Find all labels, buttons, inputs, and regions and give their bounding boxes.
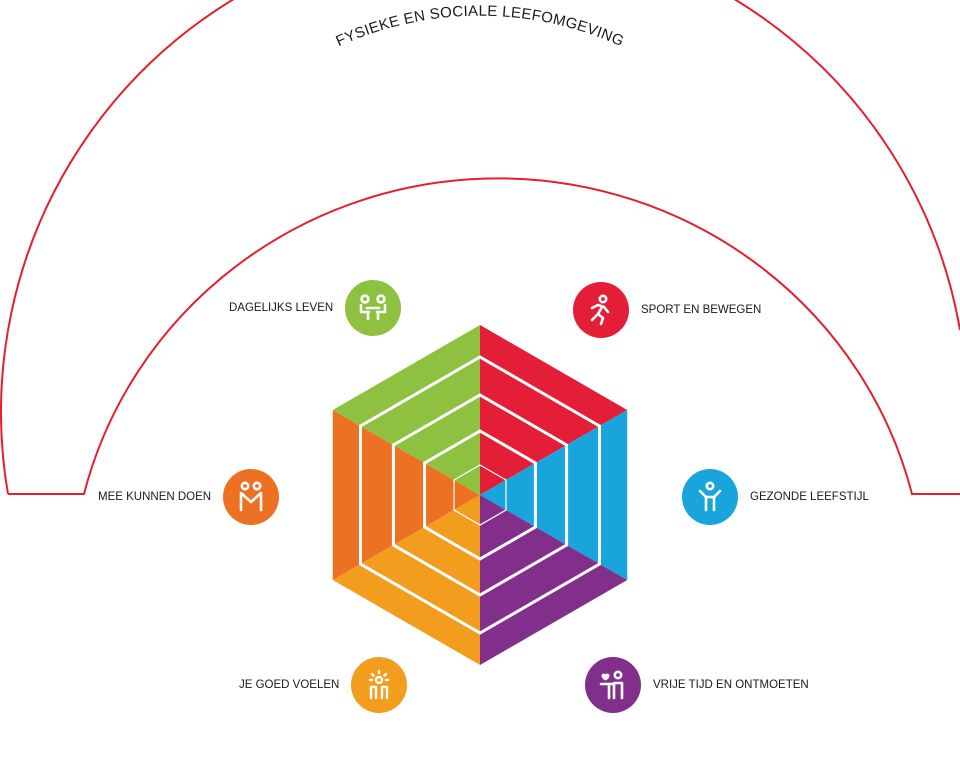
domain-label-sport-en-bewegen: SPORT EN BEWEGEN — [641, 304, 762, 316]
domain-label-gezonde-leefstijl: GEZONDE LEEFSTIJL — [750, 491, 869, 503]
domain-gezonde-leefstijl[interactable]: GEZONDE LEEFSTIJL — [682, 468, 869, 526]
hexagon-ring — [391, 393, 569, 597]
domain-mee-kunnen-doen[interactable]: MEE KUNNEN DOEN — [98, 468, 280, 526]
running-person-icon — [573, 282, 629, 338]
arch-title: FYSIEKE EN SOCIALE LEEFOMGEVING — [333, 3, 626, 50]
wellbeing-hexagon — [332, 325, 628, 665]
people-at-table-icon — [345, 280, 402, 336]
domain-label-je-goed-voelen: JE GOED VOELEN — [239, 679, 340, 691]
two-people-icon — [223, 469, 280, 525]
domain-je-goed-voelen[interactable]: JE GOED VOELEN — [239, 656, 408, 714]
hexagon-ring — [423, 429, 537, 561]
people-with-heart-icon — [585, 657, 641, 713]
hexagon-ring — [358, 355, 602, 635]
domain-dagelijks-leven[interactable]: DAGELIJKS LEVEN — [229, 279, 402, 337]
hexagon-sector-leefstijl — [480, 410, 628, 580]
person-arms-raised-icon — [682, 469, 738, 525]
hexagon-sector-mee-doen — [332, 410, 480, 580]
hexagon-ring — [453, 464, 507, 526]
radiant-people-icon — [351, 657, 408, 713]
domain-label-dagelijks-leven: DAGELIJKS LEVEN — [229, 302, 334, 314]
domain-label-vrije-tijd-en-ontmoeten: VRIJE TIJD EN ONTMOETEN — [653, 679, 809, 691]
domain-vrije-tijd-en-ontmoeten[interactable]: VRIJE TIJD EN ONTMOETEN — [585, 656, 809, 714]
domain-label-mee-kunnen-doen: MEE KUNNEN DOEN — [98, 491, 212, 503]
living-environment-arch — [0, 0, 960, 495]
domain-sport-en-bewegen[interactable]: SPORT EN BEWEGEN — [573, 281, 761, 339]
